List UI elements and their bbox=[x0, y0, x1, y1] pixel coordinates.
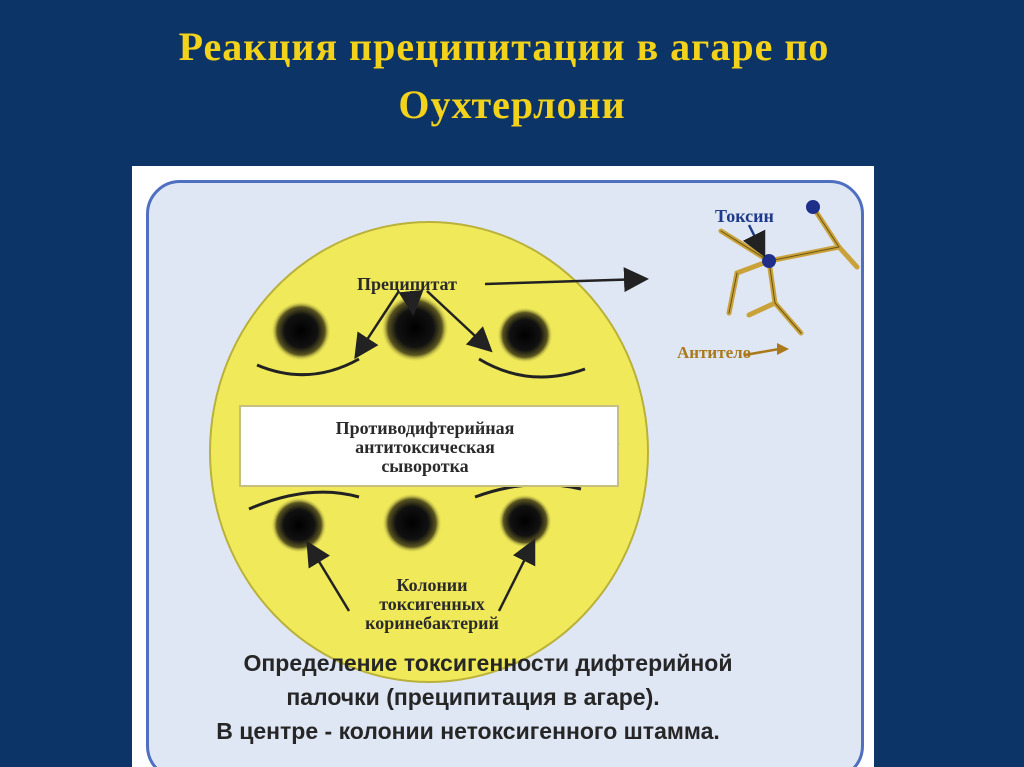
antibody-label: Антитело bbox=[677, 343, 752, 362]
arrow-colonies-left bbox=[306, 540, 351, 612]
dish-graphics bbox=[248, 200, 860, 612]
serum-label-line-1: Противодифтерийная bbox=[335, 418, 515, 438]
caption-line-3: В центре - колонии нетоксигенного штамма… bbox=[216, 718, 720, 744]
colony-top-left bbox=[271, 301, 331, 361]
slide-title: Реакция преципитации в агаре по Оухтерло… bbox=[0, 18, 1024, 134]
precipitate-arc-bottom-left bbox=[248, 490, 360, 511]
figure: Противодифтерийная антитоксическая сывор… bbox=[132, 166, 874, 767]
precipitate-arc-top-left bbox=[256, 357, 360, 377]
arrow-toxin bbox=[742, 224, 766, 258]
precipitate-arc-top-right bbox=[478, 357, 586, 379]
colony-top-center bbox=[381, 294, 449, 362]
arrow-antibody bbox=[744, 347, 780, 357]
precipitate-label: Преципитат bbox=[357, 274, 457, 294]
arrow-precip-to-complex bbox=[484, 267, 649, 293]
colony-bottom-right bbox=[498, 494, 552, 548]
toxin-molecule bbox=[762, 254, 776, 268]
colony-bottom-center bbox=[382, 493, 442, 553]
slide-title-line-1: Реакция преципитации в агаре по bbox=[178, 24, 830, 69]
arrow-precip-center bbox=[398, 289, 424, 316]
arrow-precip-right bbox=[426, 290, 493, 353]
serum-label: Противодифтерийная антитоксическая сывор… bbox=[275, 419, 575, 476]
caption-line-1: Определение токсигенности дифтерийной bbox=[243, 650, 733, 676]
colonies-label-line-1: Колонии bbox=[396, 575, 468, 595]
colonies-label: Колонии токсигенных коринебактерий bbox=[337, 576, 527, 633]
colony-bottom-left bbox=[271, 497, 327, 553]
slide-title-line-2: Оухтерлони bbox=[398, 82, 626, 127]
arrow-antibody-head bbox=[777, 343, 789, 355]
serum-label-line-3: сыворотка bbox=[381, 456, 469, 476]
colony-top-right bbox=[497, 307, 553, 363]
toxin-molecule bbox=[806, 200, 820, 214]
colonies-label-line-2: токсигенных bbox=[379, 594, 485, 614]
toxin-label: Токсин bbox=[715, 206, 774, 226]
figure-caption: Определение токсигенности дифтерийной па… bbox=[132, 646, 874, 748]
caption-line-2: палочки (преципитация в агаре). bbox=[286, 684, 660, 710]
arrow-colonies-right bbox=[497, 538, 536, 612]
serum-label-line-2: антитоксическая bbox=[355, 437, 495, 457]
toxin-antibody-complex bbox=[718, 200, 860, 357]
colonies-label-line-3: коринебактерий bbox=[365, 613, 499, 633]
serum-band bbox=[239, 405, 619, 487]
arrow-precip-left bbox=[354, 290, 401, 360]
diagram-panel: Противодифтерийная антитоксическая сывор… bbox=[146, 180, 864, 767]
